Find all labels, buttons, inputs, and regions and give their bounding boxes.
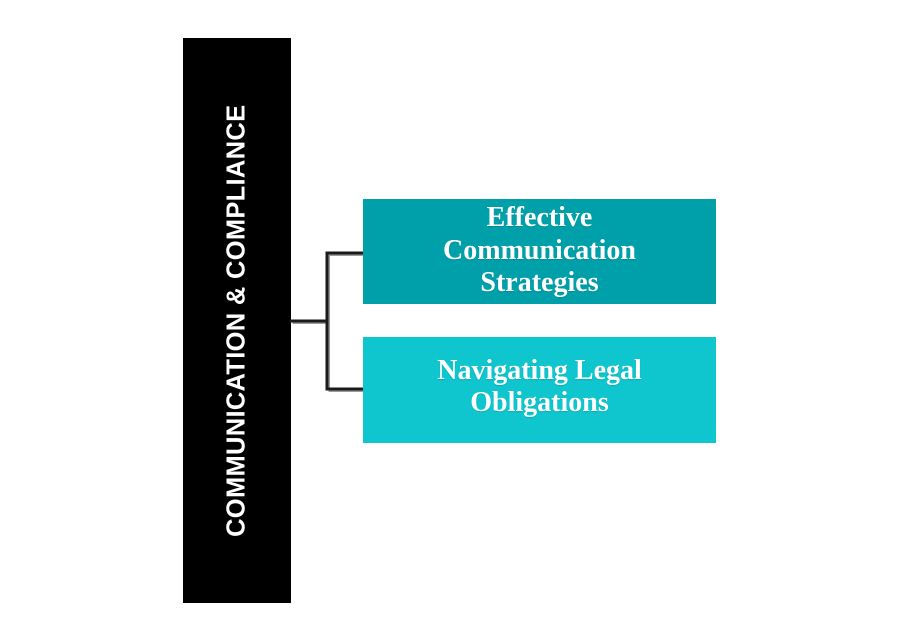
- bracket-connector-icon: [289, 251, 365, 392]
- topic-box-navigating-legal-obligations[interactable]: Navigating Legal Obligations: [363, 337, 716, 443]
- category-bar-label: COMMUNICATION & COMPLIANCE: [222, 104, 251, 537]
- topic-box-label: Navigating Legal Obligations: [437, 355, 642, 419]
- topic-box-label: Effective Communication Strategies: [443, 202, 636, 299]
- category-bar[interactable]: COMMUNICATION & COMPLIANCE: [183, 38, 291, 603]
- topic-box-effective-communication-strategies[interactable]: Effective Communication Strategies: [363, 199, 716, 304]
- bracket-connector: [283, 240, 375, 405]
